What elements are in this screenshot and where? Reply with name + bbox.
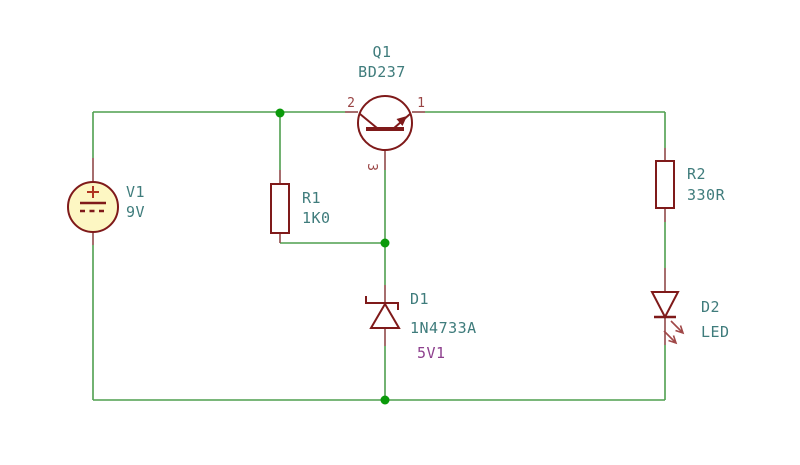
zener-cathode-bar	[365, 296, 399, 310]
q1-reference-label[interactable]: Q1	[372, 43, 391, 61]
r2-reference-label[interactable]: R2	[687, 165, 706, 183]
led-emission-arrow-icon	[670, 320, 685, 335]
zener-d1-symbol[interactable]	[365, 296, 401, 329]
led-d2-symbol[interactable]	[650, 291, 685, 345]
junction-dot[interactable]	[380, 395, 390, 405]
d1-value-label[interactable]: 1N4733A	[410, 319, 477, 337]
resistor-r2-symbol[interactable]	[655, 160, 675, 209]
v1-reference-label[interactable]: V1	[126, 183, 145, 201]
d1-zener-voltage-label[interactable]: 5V1	[417, 344, 446, 362]
r1-value-label[interactable]: 1K0	[302, 209, 331, 227]
transistor-emitter-arrow-icon	[396, 116, 407, 126]
d2-reference-label[interactable]: D2	[701, 298, 720, 316]
r1-reference-label[interactable]: R1	[302, 189, 321, 207]
zener-triangle	[369, 302, 401, 329]
junction-dot[interactable]	[380, 238, 390, 248]
resistor-r1-symbol[interactable]	[270, 183, 290, 234]
v1-value-label[interactable]: 9V	[126, 203, 145, 221]
voltage-source-v1-symbol[interactable]	[67, 181, 119, 233]
d2-value-label[interactable]: LED	[701, 323, 730, 341]
wires	[92, 111, 666, 401]
q1-pin1-number: 1	[417, 96, 425, 111]
q1-pin2-number: 2	[347, 96, 355, 111]
q1-value-label[interactable]: BD237	[358, 63, 406, 81]
junction-dot[interactable]	[275, 108, 285, 118]
transistor-body-circle[interactable]	[357, 95, 413, 151]
transistor-collector-stroke	[359, 113, 378, 129]
plus-icon	[87, 186, 99, 198]
led-emission-arrow-icon	[663, 330, 678, 345]
q1-pin3-number: 3	[364, 163, 379, 171]
led-triangle	[650, 291, 680, 320]
r2-value-label[interactable]: 330R	[687, 186, 726, 204]
source-body-circle[interactable]	[67, 181, 119, 233]
d1-reference-label[interactable]: D1	[410, 290, 429, 308]
transistor-q1-symbol[interactable]	[357, 95, 413, 151]
